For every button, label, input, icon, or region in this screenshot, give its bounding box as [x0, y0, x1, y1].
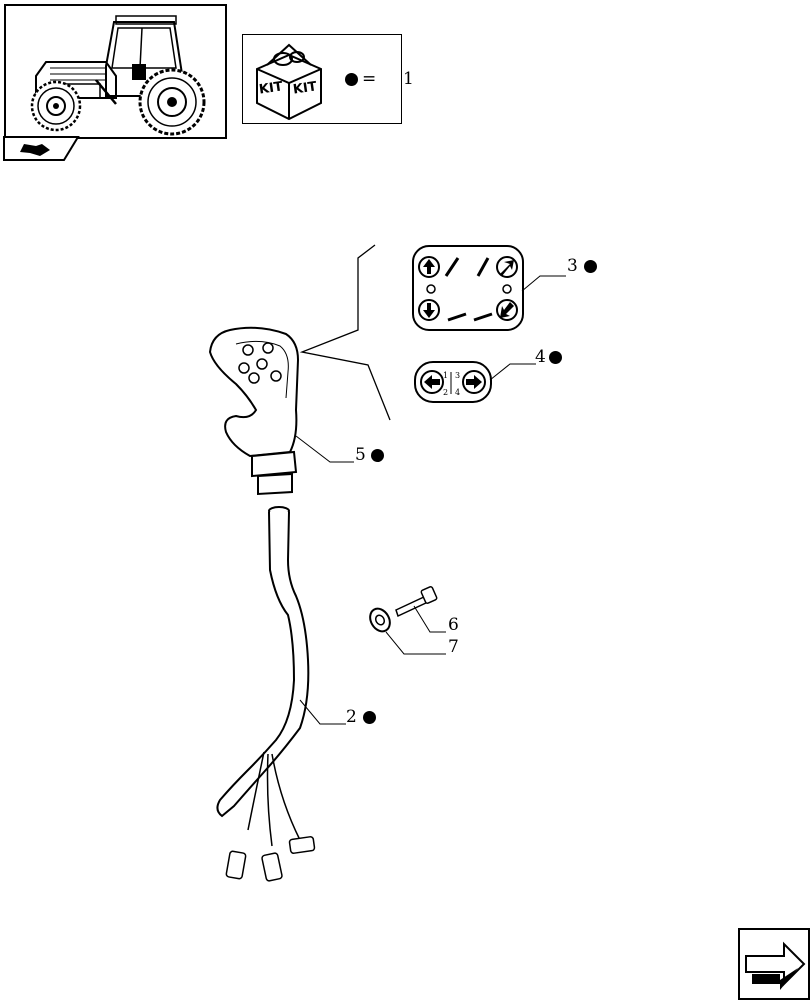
black-dot-icon: [345, 73, 358, 86]
cable-harness: [216, 506, 316, 882]
decal-4-buttons: [414, 361, 492, 403]
washer: [369, 607, 391, 633]
kit-box-icon: [256, 43, 322, 121]
callout-number-3: 3: [567, 256, 578, 276]
bolt: [395, 586, 438, 618]
next-page-arrow-icon[interactable]: [738, 928, 810, 1000]
black-dot-icon: [584, 260, 597, 273]
callout-number-7: 7: [448, 637, 459, 657]
decal-4-number: 2: [443, 388, 449, 397]
callout-number-2: 2: [346, 707, 357, 727]
callout-number-5: 5: [355, 445, 366, 465]
decal-3-buttons: [412, 245, 524, 331]
equals-sign: =: [362, 69, 377, 89]
joystick-knob: [208, 326, 300, 496]
kit-reference-number: 1: [403, 69, 414, 89]
tractor-thumbnail-frame: [4, 4, 227, 139]
decal-4-number: 1: [443, 371, 449, 380]
callout-number-4: 4: [535, 347, 546, 367]
black-dot-icon: [371, 449, 384, 462]
kit-legend-box: KIT KIT = 1: [242, 34, 414, 124]
decal-4-number: 4: [455, 388, 461, 397]
tractor-icon: [30, 15, 206, 136]
callout-number-6: 6: [448, 615, 459, 635]
black-dot-icon: [549, 351, 562, 364]
black-dot-icon: [363, 711, 376, 724]
decal-4-number: 3: [455, 371, 461, 380]
